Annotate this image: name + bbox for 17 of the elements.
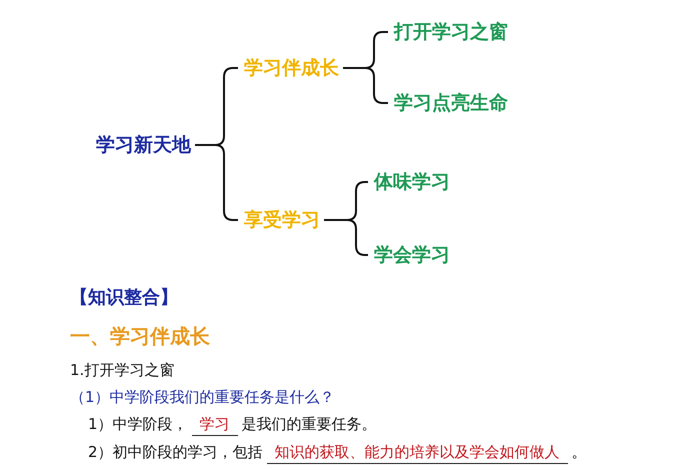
root-topic: 学习新天地 bbox=[90, 133, 191, 157]
leaf-topic: 体味学习 bbox=[368, 170, 450, 194]
body-text: 。 bbox=[572, 442, 587, 463]
body-text: 2）初中阶段的学习，包括 bbox=[88, 442, 263, 463]
branch-topic: 学习伴成长 bbox=[238, 56, 339, 80]
question-text: （1）中学阶段我们的重要任务是什么？ bbox=[70, 387, 335, 408]
answer-blank: 学习 bbox=[192, 413, 238, 436]
answer-blank: 知识的获取、能力的培养以及学会如何做人 bbox=[266, 441, 568, 464]
leaf-topic: 打开学习之窗 bbox=[388, 20, 508, 44]
section-heading: 【知识整合】 bbox=[70, 287, 178, 309]
chapter-heading: 一、学习伴成长 bbox=[70, 325, 210, 347]
body-text: 是我们的重要任务。 bbox=[242, 414, 377, 435]
leaf-topic: 学习点亮生命 bbox=[388, 91, 508, 115]
item-title: 1.打开学习之窗 bbox=[70, 360, 174, 381]
branch-topic: 享受学习 bbox=[238, 208, 320, 232]
leaf-topic: 学会学习 bbox=[368, 243, 450, 267]
body-text: 1）中学阶段， bbox=[88, 414, 188, 435]
